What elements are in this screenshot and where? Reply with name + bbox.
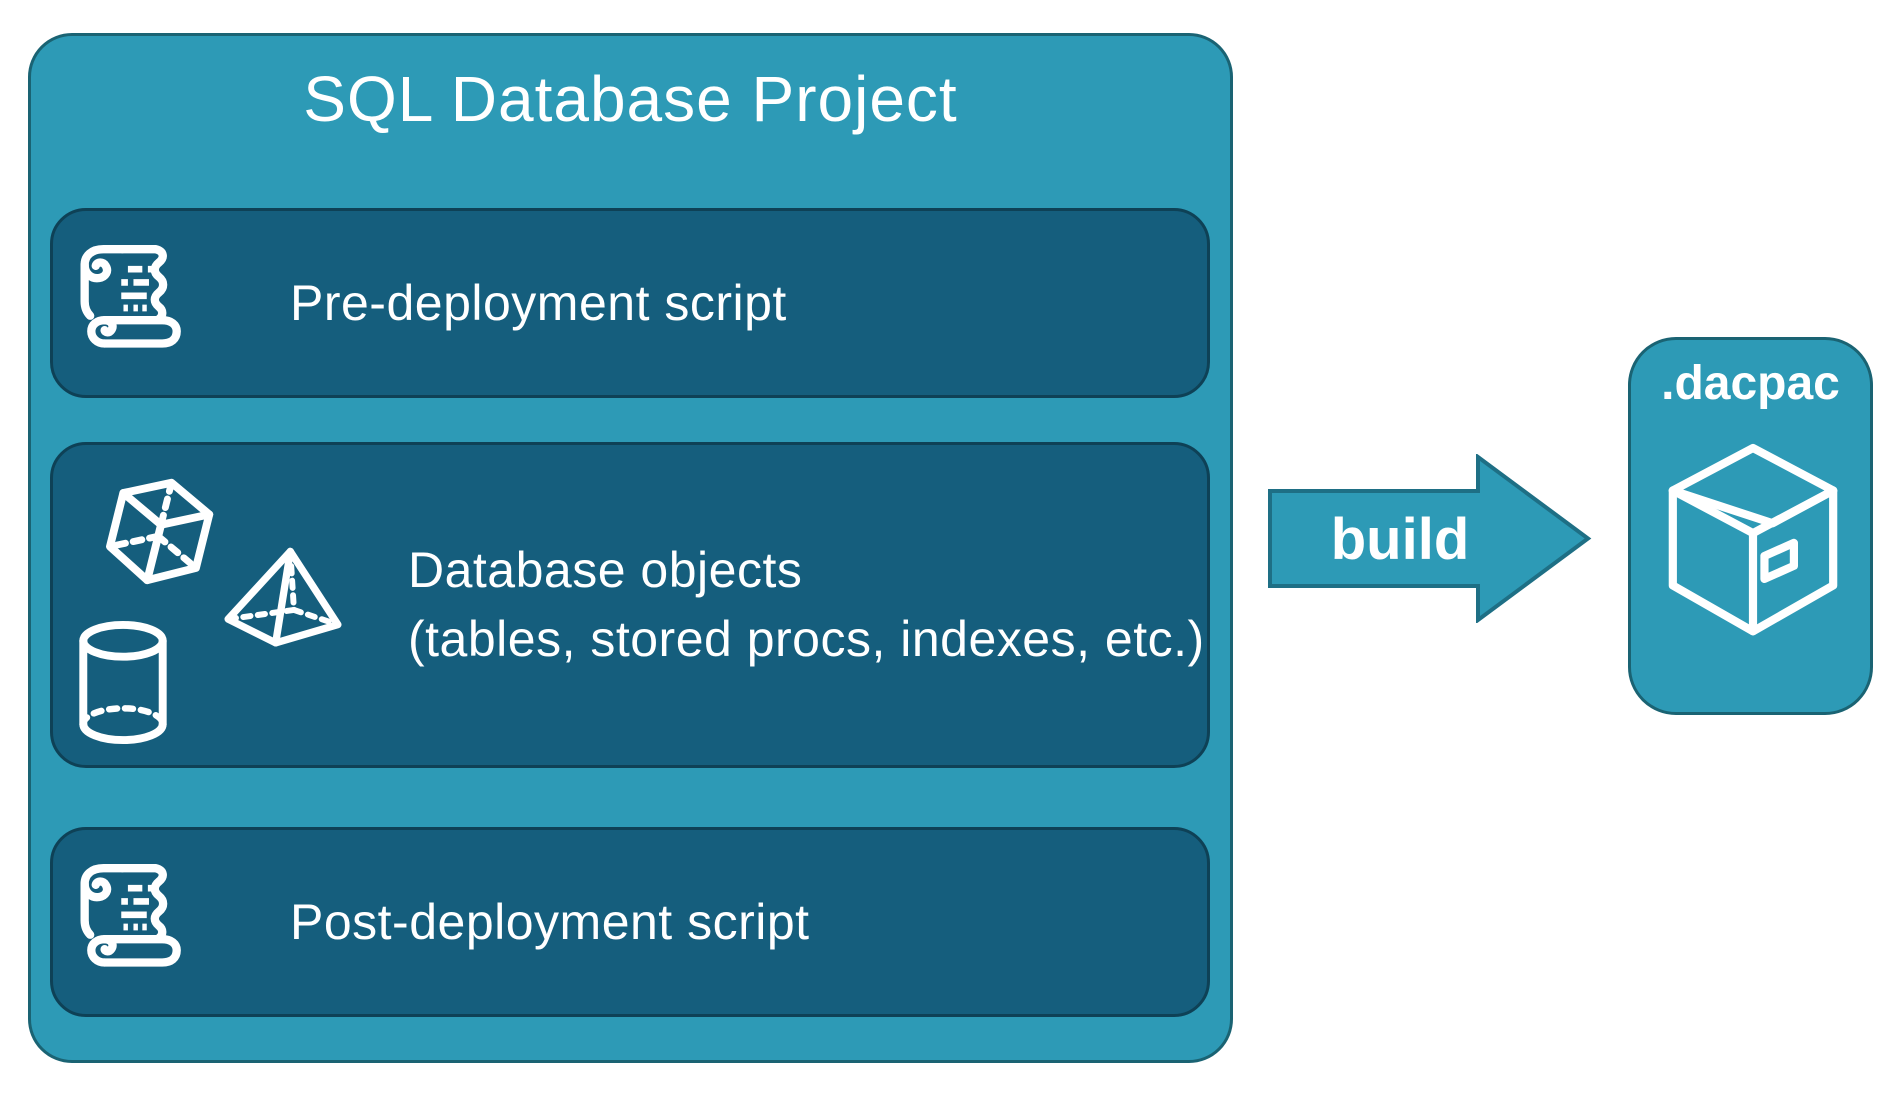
database-objects-label-line2: (tables, stored procs, indexes, etc.) xyxy=(408,611,1205,667)
pre-deployment-script-box: Pre-deployment script xyxy=(50,208,1210,398)
package-icon xyxy=(1668,443,1838,636)
dacpac-box: .dacpac xyxy=(1628,337,1873,715)
pre-deployment-script-label: Pre-deployment script xyxy=(290,275,787,331)
project-title: SQL Database Project xyxy=(303,63,958,135)
scroll-icon xyxy=(80,864,181,967)
dacpac-label: .dacpac xyxy=(1661,357,1840,410)
post-deployment-script-box: Post-deployment script xyxy=(50,827,1210,1017)
post-deployment-script-label: Post-deployment script xyxy=(290,894,810,950)
cube-icon xyxy=(106,478,214,585)
database-objects-label-line1: Database objects xyxy=(408,542,803,598)
sql-database-project-container: SQL Database Project Pre-deployment scri… xyxy=(28,33,1233,1063)
build-arrow: build xyxy=(1268,454,1592,623)
database-objects-label: Database objects (tables, stored procs, … xyxy=(408,445,1205,765)
database-objects-box: Database objects (tables, stored procs, … xyxy=(50,442,1210,768)
pyramid-icon xyxy=(224,547,342,647)
build-arrow-label: build xyxy=(1331,507,1470,572)
cylinder-icon xyxy=(79,620,167,745)
scroll-icon xyxy=(80,245,181,348)
